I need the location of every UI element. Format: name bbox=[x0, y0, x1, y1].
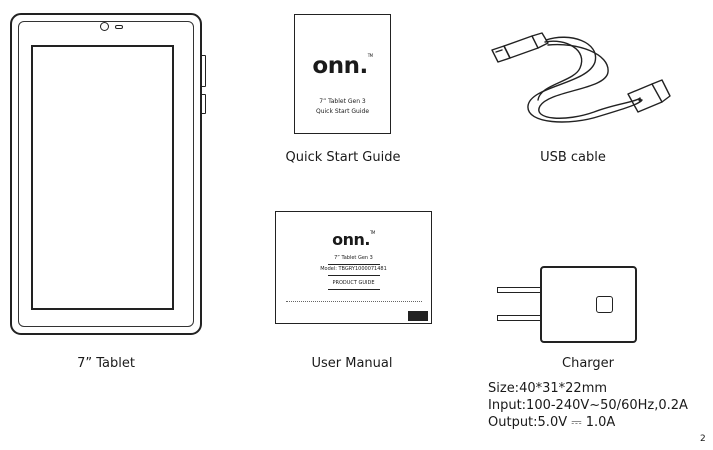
charger-size: Size:40*31*22mm bbox=[488, 381, 608, 396]
um-fine-print bbox=[286, 301, 422, 302]
charger-output: Output:5.0V ⎓ 1.0A bbox=[488, 415, 616, 430]
light-sensor-icon bbox=[115, 25, 123, 29]
charger-caption: Charger bbox=[562, 356, 614, 371]
um-cover-line3: PRODUCT GUIDE bbox=[332, 280, 375, 286]
um-cover-model: Model: TBGRY1000071481 bbox=[320, 266, 387, 272]
charger-illustration bbox=[540, 266, 637, 343]
page-number: 2 bbox=[700, 434, 706, 444]
tablet-screen bbox=[31, 45, 174, 310]
volume-button-icon bbox=[201, 55, 206, 87]
user-manual-caption: User Manual bbox=[311, 356, 393, 371]
usb-cable-caption: USB cable bbox=[540, 150, 606, 165]
onn-logo: onn.TM bbox=[332, 230, 375, 249]
qsg-cover-line1: 7” Tablet Gen 3 bbox=[319, 98, 366, 105]
charger-specs: Size:40*31*22mm Input:100-240V~50/60Hz,0… bbox=[488, 380, 688, 431]
quick-start-guide-booklet: onn.TM 7” Tablet Gen 3 Quick Start Guide bbox=[294, 14, 391, 134]
usb-cable-illustration bbox=[491, 32, 671, 123]
usb-port-icon bbox=[596, 296, 613, 313]
tablet-caption: 7” Tablet bbox=[77, 356, 135, 371]
front-camera-icon bbox=[100, 22, 109, 31]
charger-input: Input:100-240V~50/60Hz,0.2A bbox=[488, 398, 688, 413]
tablet-illustration bbox=[10, 13, 202, 335]
power-button-icon bbox=[201, 94, 206, 114]
um-divider bbox=[328, 289, 380, 290]
charger-prong bbox=[497, 287, 540, 293]
walmart-logo-icon bbox=[408, 311, 428, 321]
onn-logo: onn.TM bbox=[312, 53, 373, 79]
quick-start-guide-caption: Quick Start Guide bbox=[285, 150, 401, 165]
um-cover-line1: 7” Tablet Gen 3 bbox=[334, 255, 373, 261]
charger-prong bbox=[497, 315, 540, 321]
user-manual-booklet: onn.TM 7” Tablet Gen 3 Model: TBGRY10000… bbox=[275, 211, 432, 324]
um-divider bbox=[328, 264, 380, 265]
tablet-bezel bbox=[18, 21, 194, 327]
um-divider bbox=[328, 275, 380, 276]
qsg-cover-line2: Quick Start Guide bbox=[315, 108, 370, 115]
